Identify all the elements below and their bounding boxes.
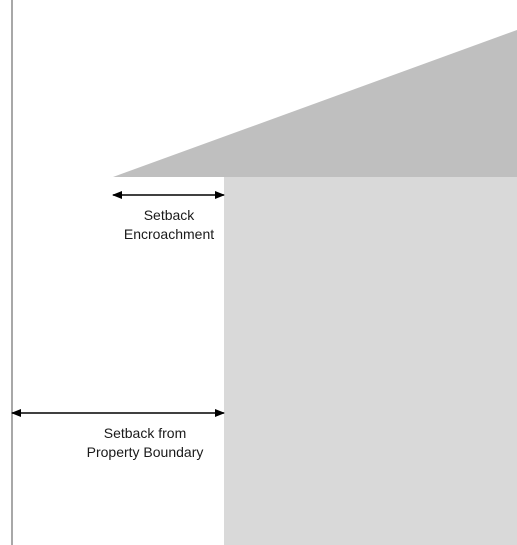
roof-overhang [113,30,517,177]
setback-property-boundary-label: Setback from Property Boundary [50,424,240,462]
building-wall [224,177,517,545]
setback-encroachment-label-line-2: Encroachment [123,226,215,242]
setback-property-boundary-label-line-1: Setback from [103,425,187,441]
setback-encroachment-label: Setback Encroachment [104,206,234,244]
setback-property-boundary-label-line-2: Property Boundary [86,444,204,460]
setback-encroachment-label-line-1: Setback [143,207,195,223]
